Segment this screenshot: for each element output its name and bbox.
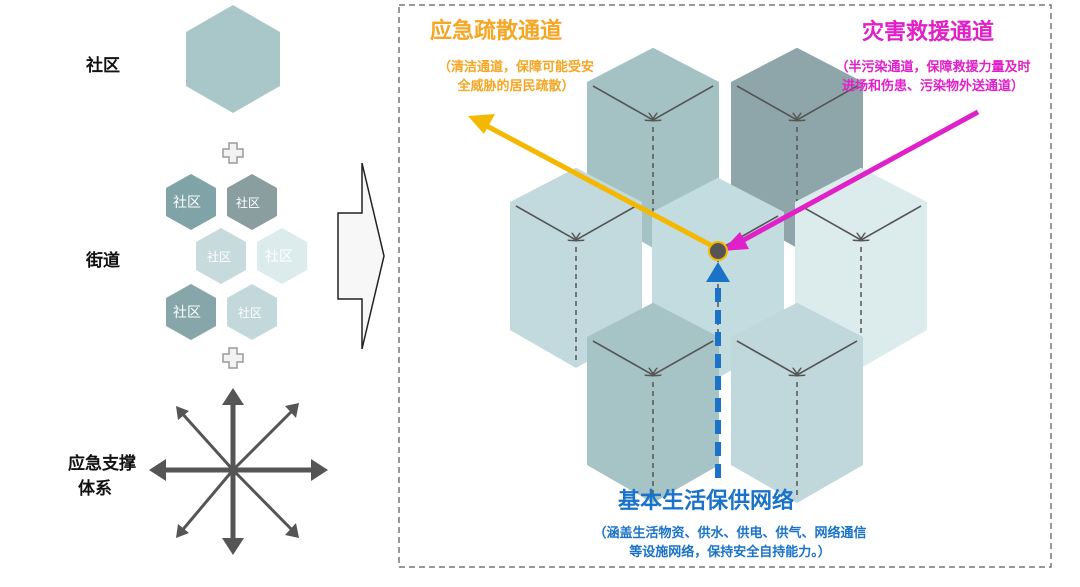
evacuation-arrow xyxy=(483,122,720,252)
support-system-arrows-icon xyxy=(154,393,323,550)
hex-community-2 xyxy=(227,174,277,230)
rescue-note: （半污染通道，保障救援力量及时 进场和伤患、污染物外送通道） xyxy=(818,58,1048,96)
hex-community-1 xyxy=(166,174,216,230)
evacuation-title: 应急疏散通道 xyxy=(430,19,563,44)
rescue-arrow xyxy=(736,109,980,246)
evacuation-note-line1: （清洁通道，保障可能受安 xyxy=(437,60,594,75)
evacuation-note: （清洁通道，保障可能受安 全威胁的居民疏散） xyxy=(414,58,618,96)
transition-arrow-icon xyxy=(337,162,385,350)
hex-label: 社区 xyxy=(173,305,201,321)
hex-label: 社区 xyxy=(265,249,293,265)
hex-community-3 xyxy=(196,228,246,284)
supply-note-line1: （涵盖生活物资、供水、供电、供气、网络通信 xyxy=(593,526,867,541)
cube xyxy=(587,302,719,503)
support-system-label-line1: 应急支撑 xyxy=(68,454,136,474)
street-label: 街道 xyxy=(86,251,120,271)
supply-note-line2: 等设施网络，保持安全自持能力。） xyxy=(629,545,831,560)
evacuation-note-line2: 全威胁的居民疏散） xyxy=(457,79,575,94)
cube xyxy=(731,302,863,503)
hex-label: 社区 xyxy=(173,195,201,211)
supply-title: 基本生活保供网络 xyxy=(618,489,795,514)
diagram-frame xyxy=(398,4,1052,568)
hex-label: 社区 xyxy=(207,250,232,264)
rescue-note-line1: （半污染通道，保障救援力量及时 xyxy=(835,60,1031,75)
street-hex-cluster xyxy=(166,174,307,340)
cube xyxy=(510,167,642,368)
center-node xyxy=(708,241,728,261)
hex-community-5 xyxy=(166,284,216,340)
hex-label: 社区 xyxy=(236,196,261,210)
rescue-title: 灾害救援通道 xyxy=(862,20,995,45)
plus-icon xyxy=(222,142,244,164)
hex-label: 社区 xyxy=(238,306,263,320)
plus-icon xyxy=(222,347,244,369)
hex-community-4 xyxy=(257,228,307,284)
supply-note: （涵盖生活物资、供水、供电、供气、网络通信 等设施网络，保持安全自持能力。） xyxy=(560,524,900,562)
support-system-label-line2: 体系 xyxy=(78,479,112,499)
community-label: 社区 xyxy=(86,56,120,76)
hex-community-6 xyxy=(227,284,277,340)
rescue-note-line2: 进场和伤患、污染物外送通道） xyxy=(841,79,1024,94)
community-hexagon xyxy=(186,5,280,113)
